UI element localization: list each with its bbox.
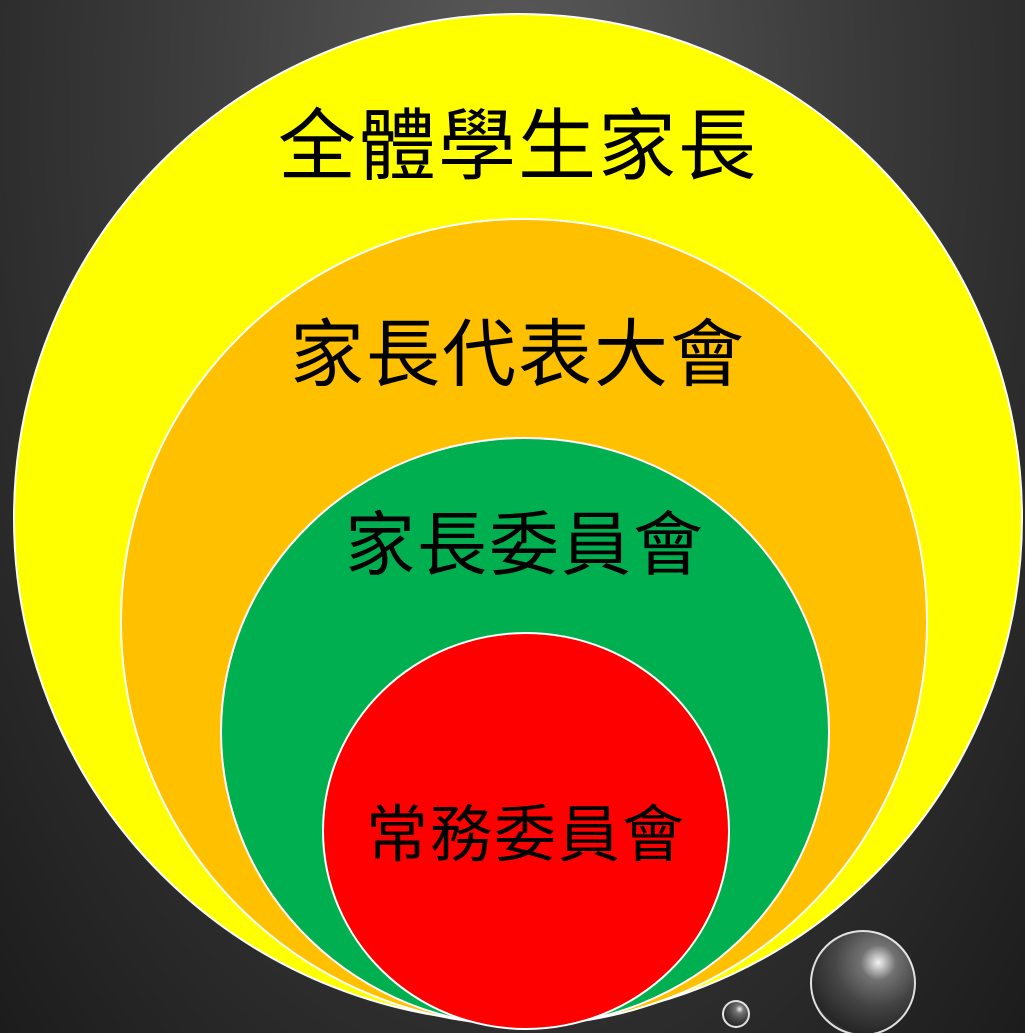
layer-all-parents-label: 全體學生家長 — [277, 102, 758, 192]
layer-parent-representatives-label: 家長代表大會 — [290, 312, 746, 398]
bubble-small-decoration — [722, 1000, 750, 1028]
layer-standing-committee-label: 常務委員會 — [365, 798, 686, 871]
bubble-large-decoration — [810, 930, 916, 1033]
layer-parent-committee-label: 家長委員會 — [345, 504, 705, 586]
layer-standing-committee-circle — [322, 632, 730, 1030]
